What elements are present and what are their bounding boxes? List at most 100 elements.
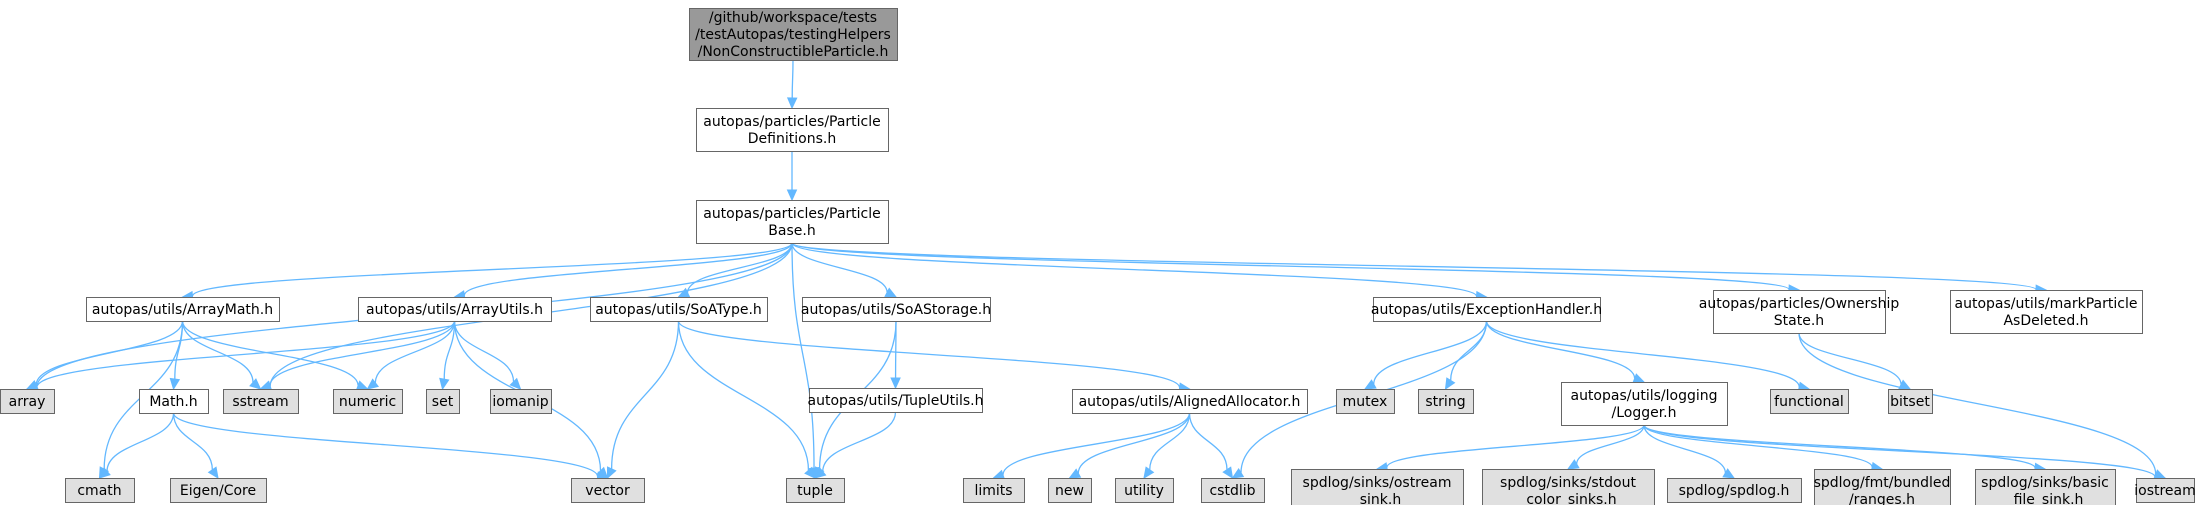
edge-arrayutils-to-array <box>36 320 456 388</box>
node-soastorage[interactable]: autopas/utils/SoAStorage.h <box>801 297 991 322</box>
node-aligned[interactable]: autopas/utils/AlignedAllocator.h <box>1072 389 1308 414</box>
node-box-tupleutils <box>809 388 983 413</box>
arrowhead-pbase-to-soastorage <box>884 287 898 298</box>
node-cmath: cmath <box>65 478 135 503</box>
node-box-vector <box>571 478 645 503</box>
node-label-markdel-line-1: AsDeleted.h <box>2003 313 2088 329</box>
edge-exception-to-string <box>1450 320 1488 381</box>
node-box-iomanip <box>490 389 552 414</box>
node-label-ownership-line-1: State.h <box>1774 313 1824 329</box>
node-ostream_sink: spdlog/sinks/ostream_sink.h <box>1291 469 1464 505</box>
arrowhead-exception-to-mutex <box>1363 379 1377 390</box>
edge-exception-to-mutex <box>1373 320 1488 385</box>
node-box-spdlog <box>1667 478 1802 503</box>
node-label-arraymath-line-0: autopas/utils/ArrayMath.h <box>92 302 273 318</box>
node-label-pbase-line-1: Base.h <box>768 223 815 239</box>
node-label-sstream-line-0: sstream <box>232 394 288 410</box>
node-label-bitset-line-0: bitset <box>1890 394 1930 410</box>
node-arrayutils[interactable]: autopas/utils/ArrayUtils.h <box>358 297 552 322</box>
node-ranges: spdlog/fmt/bundled/ranges.h <box>1814 469 1951 505</box>
arrowhead-logger-to-stdout_sinks <box>1566 459 1580 470</box>
arrowhead-aligned-to-utility <box>1143 466 1155 479</box>
edge-arrayutils-to-set <box>443 320 456 380</box>
arrowhead-mathh-to-eigen <box>207 466 219 480</box>
node-label-soatype-line-0: autopas/utils/SoAType.h <box>595 302 762 318</box>
edge-layer <box>25 59 2167 483</box>
arrowhead-arrayutils-to-set <box>439 377 450 391</box>
edge-soatype-to-vector <box>610 320 680 469</box>
node-label-vector-line-0: vector <box>585 483 630 499</box>
node-soatype[interactable]: autopas/utils/SoAType.h <box>590 297 768 322</box>
edge-logger-to-iostream <box>1643 424 2156 478</box>
node-box-cstdlib <box>1201 478 1265 503</box>
node-label-new-line-0: new <box>1055 483 1084 499</box>
edge-arraymath-to-array <box>35 320 184 386</box>
edge-pbase-to-tuple <box>791 242 815 469</box>
node-arraymath[interactable]: autopas/utils/ArrayMath.h <box>86 297 280 322</box>
arrowhead-mathh-to-cmath <box>98 467 111 479</box>
arrowhead-root-to-pdef <box>786 97 798 110</box>
node-mathh[interactable]: Math.h <box>139 389 209 414</box>
node-utility: utility <box>1115 478 1174 503</box>
node-label-root-line-2: /NonConstructibleParticle.h <box>698 44 889 60</box>
node-layer: /github/workspace/tests/testAutopas/test… <box>0 8 2196 505</box>
node-iostream: iostream <box>2134 478 2196 503</box>
node-logger[interactable]: autopas/utils/logging/Logger.h <box>1561 382 1728 426</box>
node-mutex: mutex <box>1336 389 1395 414</box>
node-box-root <box>689 8 898 61</box>
edge-tupleutils-to-tuple <box>822 411 897 472</box>
node-exception[interactable]: autopas/utils/ExceptionHandler.h <box>1371 297 1602 322</box>
node-sstream: sstream <box>223 389 299 414</box>
node-box-mutex <box>1336 389 1395 414</box>
node-box-iostream <box>2136 478 2195 503</box>
node-label-mutex-line-0: mutex <box>1343 394 1388 410</box>
node-root[interactable]: /github/workspace/tests/testAutopas/test… <box>689 8 898 61</box>
node-box-functional <box>1770 389 1849 414</box>
edge-ownership-to-iostream <box>1798 332 2157 475</box>
node-box-ownership <box>1713 290 1886 334</box>
arrowhead-soatype-to-vector <box>606 466 617 480</box>
node-label-tupleutils-line-0: autopas/utils/TupleUtils.h <box>808 393 984 409</box>
arrowhead-soatype-to-tuple <box>804 466 816 479</box>
node-label-pdef-line-1: Definitions.h <box>748 131 836 147</box>
edge-arraymath-to-mathh <box>174 320 184 380</box>
node-box-ostream_sink <box>1291 469 1464 505</box>
node-label-markdel-line-0: autopas/utils/markParticle <box>1955 296 2138 312</box>
node-tupleutils[interactable]: autopas/utils/TupleUtils.h <box>808 388 984 413</box>
edge-logger-to-basic_sink <box>1643 424 2036 469</box>
node-eigen: Eigen/Core <box>170 478 267 503</box>
node-label-iostream-line-0: iostream <box>2134 483 2196 499</box>
edge-root-to-pdef <box>791 59 794 99</box>
node-label-tuple-line-0: tuple <box>797 483 833 499</box>
arrowhead-logger-to-spdlog <box>1722 468 1736 479</box>
edge-pbase-to-soatype <box>686 242 793 293</box>
node-box-logger <box>1561 382 1728 426</box>
node-label-root-line-0: /github/workspace/tests <box>709 10 877 26</box>
node-label-root-line-1: /testAutopas/testingHelpers <box>695 27 891 43</box>
node-label-stdout_sinks-line-1: _color_sinks.h <box>1518 492 1616 505</box>
edge-arrayutils-to-numeric <box>374 320 456 383</box>
edge-arrayutils-to-iomanip <box>453 320 515 382</box>
node-set: set <box>426 389 460 414</box>
node-label-eigen-line-0: Eigen/Core <box>180 483 256 499</box>
node-label-mathh-line-0: Math.h <box>149 394 197 410</box>
edge-pbase-to-markdel <box>791 242 2037 291</box>
node-box-cmath <box>65 478 135 503</box>
arrowhead-arrayutils-to-numeric <box>366 378 380 390</box>
node-limits: limits <box>963 478 1025 503</box>
node-vector: vector <box>571 478 645 503</box>
node-box-numeric <box>333 389 403 414</box>
edge-soatype-to-aligned <box>677 320 1181 388</box>
edge-mathh-to-cmath <box>106 412 175 472</box>
node-label-string-line-0: string <box>1425 394 1465 410</box>
edge-arrayutils-to-sstream <box>269 320 456 386</box>
node-label-set-line-0: set <box>432 394 454 410</box>
node-label-cstdlib-line-0: cstdlib <box>1209 483 1255 499</box>
node-box-soatype <box>590 297 768 322</box>
node-box-arrayutils <box>358 297 552 322</box>
node-box-soastorage <box>802 297 991 322</box>
